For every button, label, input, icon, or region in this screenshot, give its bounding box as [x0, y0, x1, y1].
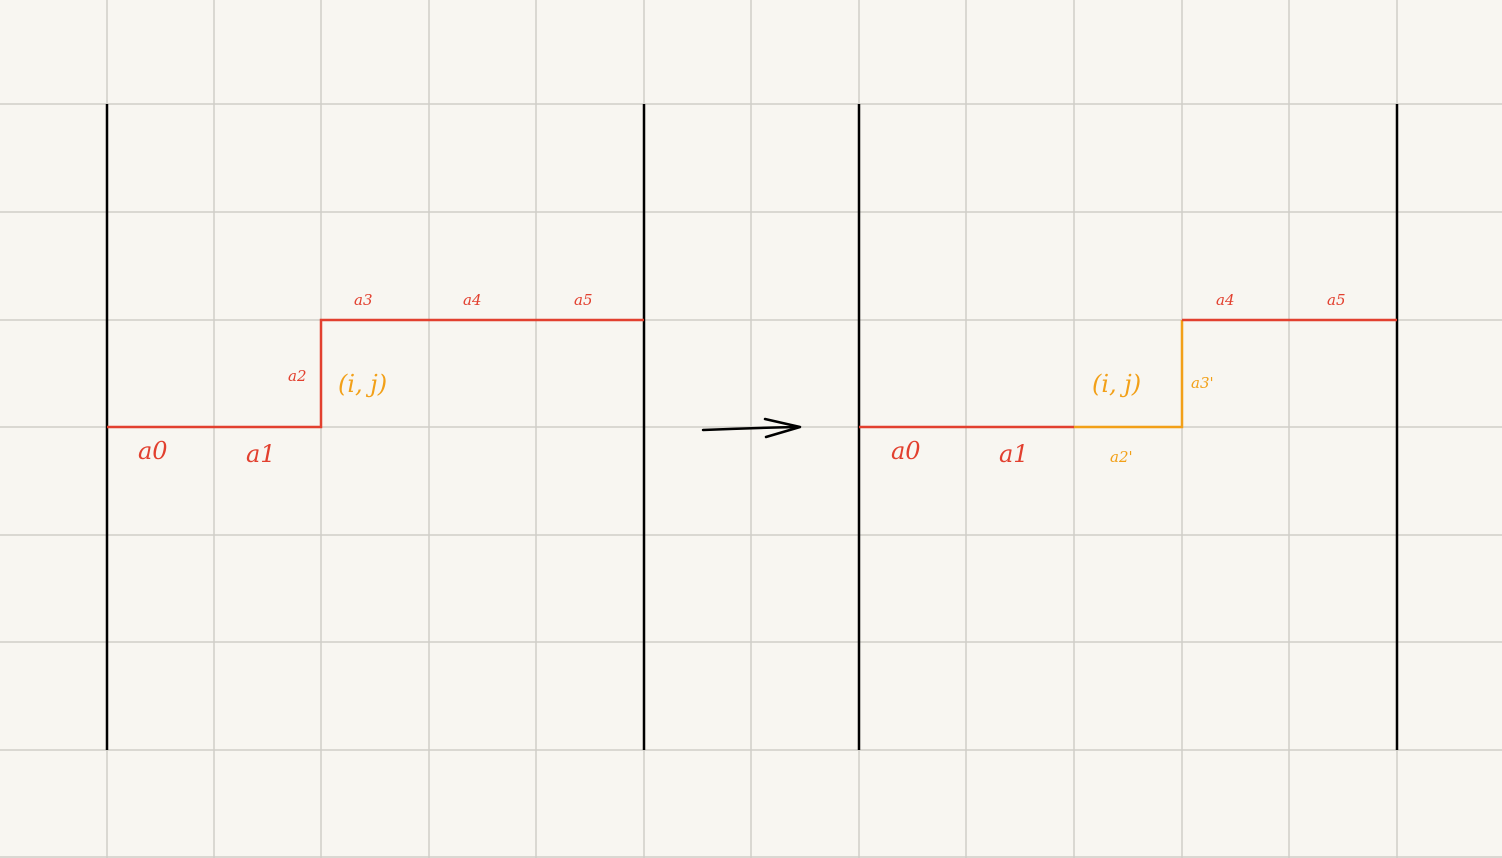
left-label-a2: a2: [288, 367, 307, 385]
right-label-a2-prime: a2': [1110, 448, 1133, 466]
left-label-a4: a4: [463, 291, 482, 309]
left-label-a0: a0: [138, 437, 168, 465]
right-label-a0: a0: [891, 437, 921, 465]
left-label-a5: a5: [574, 291, 593, 309]
right-cell-label: (i, j): [1092, 370, 1141, 398]
right-path-changed: [1074, 320, 1184, 429]
right-label-a1: a1: [999, 440, 1029, 468]
arrow-head: [763, 417, 802, 439]
arrow-shaft: [701, 425, 800, 432]
left-label-a3: a3: [354, 291, 373, 309]
left-label-a1: a1: [246, 440, 276, 468]
left-diagram: a0 a1 a2 a3 a4 a5 (i, j): [105, 104, 646, 750]
right-label-a5: a5: [1327, 291, 1346, 309]
right-label-a4: a4: [1216, 291, 1235, 309]
transform-arrow: [701, 417, 802, 439]
left-cell-label: (i, j): [338, 370, 387, 398]
right-diagram: a0 a1 a2' a3' a4 a5 (i, j): [857, 104, 1399, 750]
right-label-a3-prime: a3': [1191, 374, 1214, 392]
left-path: [107, 318, 644, 429]
